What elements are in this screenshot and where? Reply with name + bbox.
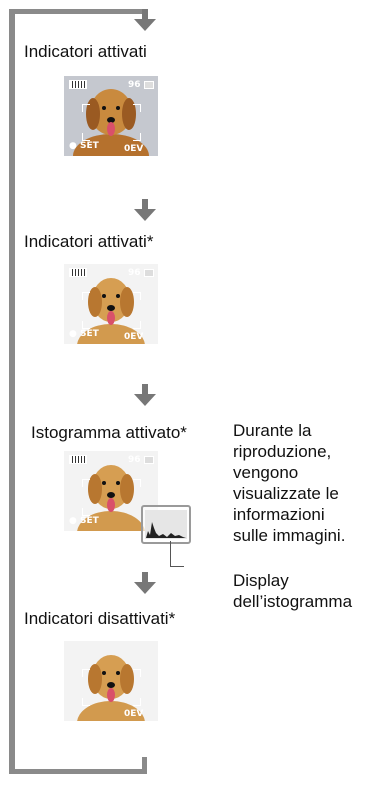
af-frame-corner — [82, 698, 90, 706]
state-label: Indicatori attivati* — [24, 232, 154, 251]
camera-screen: 96 ● SET — [64, 451, 158, 531]
battery-icon — [69, 268, 87, 277]
set-indicator: ● SET — [69, 141, 99, 151]
af-frame-corner — [133, 292, 141, 300]
loop-line-bottom-stub — [142, 757, 147, 774]
memory-card-icon — [144, 81, 154, 89]
exposure-value: 0EV — [124, 144, 144, 154]
callout-leader — [170, 541, 171, 566]
histogram-callout: Display dell’istogramma — [233, 570, 352, 612]
histogram-display — [141, 505, 191, 544]
camera-screen: 96 ● SET 0EV — [64, 76, 158, 156]
af-frame-corner — [82, 133, 90, 141]
af-frame-corner — [82, 508, 90, 516]
loop-line-left — [9, 9, 15, 774]
callout-leader — [170, 566, 184, 567]
camera-screen: 96 ● SET 0EV — [64, 264, 158, 344]
down-arrow-icon — [134, 199, 156, 221]
memory-card-icon — [144, 269, 154, 277]
playback-note: Durante la riproduzione, vengono visuali… — [233, 420, 345, 546]
note-line: visualizzate le — [233, 484, 339, 503]
af-frame-corner — [133, 133, 141, 141]
state-label: Indicatori disattivati* — [24, 609, 176, 628]
loop-line-top — [9, 9, 145, 14]
histogram-graph — [145, 510, 187, 539]
camera-screen: 0EV — [64, 641, 158, 721]
callout-line: dell’istogramma — [233, 592, 353, 611]
note-line: riproduzione, — [233, 442, 332, 461]
dog-photo — [64, 76, 158, 156]
image-count: 96 — [128, 80, 141, 90]
battery-icon — [69, 455, 87, 464]
exposure-value: 0EV — [124, 709, 144, 719]
callout-line: Display — [233, 571, 289, 590]
note-line: vengono — [233, 463, 299, 482]
loop-line-bottom — [9, 769, 145, 774]
image-count: 96 — [128, 455, 141, 465]
af-frame-corner — [82, 669, 90, 677]
dog-photo — [64, 641, 158, 721]
dog-photo — [64, 264, 158, 344]
set-indicator: ● SET — [69, 329, 99, 339]
dog-photo — [64, 451, 158, 531]
af-frame-corner — [133, 321, 141, 329]
af-frame-corner — [82, 321, 90, 329]
af-frame-corner — [133, 104, 141, 112]
note-line: sulle immagini. — [233, 526, 346, 545]
af-frame-corner — [82, 104, 90, 112]
down-arrow-icon — [134, 9, 156, 31]
exposure-value: 0EV — [124, 332, 144, 342]
memory-card-icon — [144, 456, 154, 464]
note-line: informazioni — [233, 505, 325, 524]
down-arrow-icon — [134, 384, 156, 406]
af-frame-corner — [133, 479, 141, 487]
state-label: Indicatori attivati — [24, 42, 147, 61]
note-line: Durante la — [233, 421, 312, 440]
af-frame-corner — [82, 479, 90, 487]
set-indicator: ● SET — [69, 516, 99, 526]
state-label: Istogramma attivato* — [31, 423, 187, 442]
image-count: 96 — [128, 268, 141, 278]
battery-icon — [69, 80, 87, 89]
af-frame-corner — [133, 698, 141, 706]
down-arrow-icon — [134, 572, 156, 594]
af-frame-corner — [82, 292, 90, 300]
af-frame-corner — [133, 669, 141, 677]
